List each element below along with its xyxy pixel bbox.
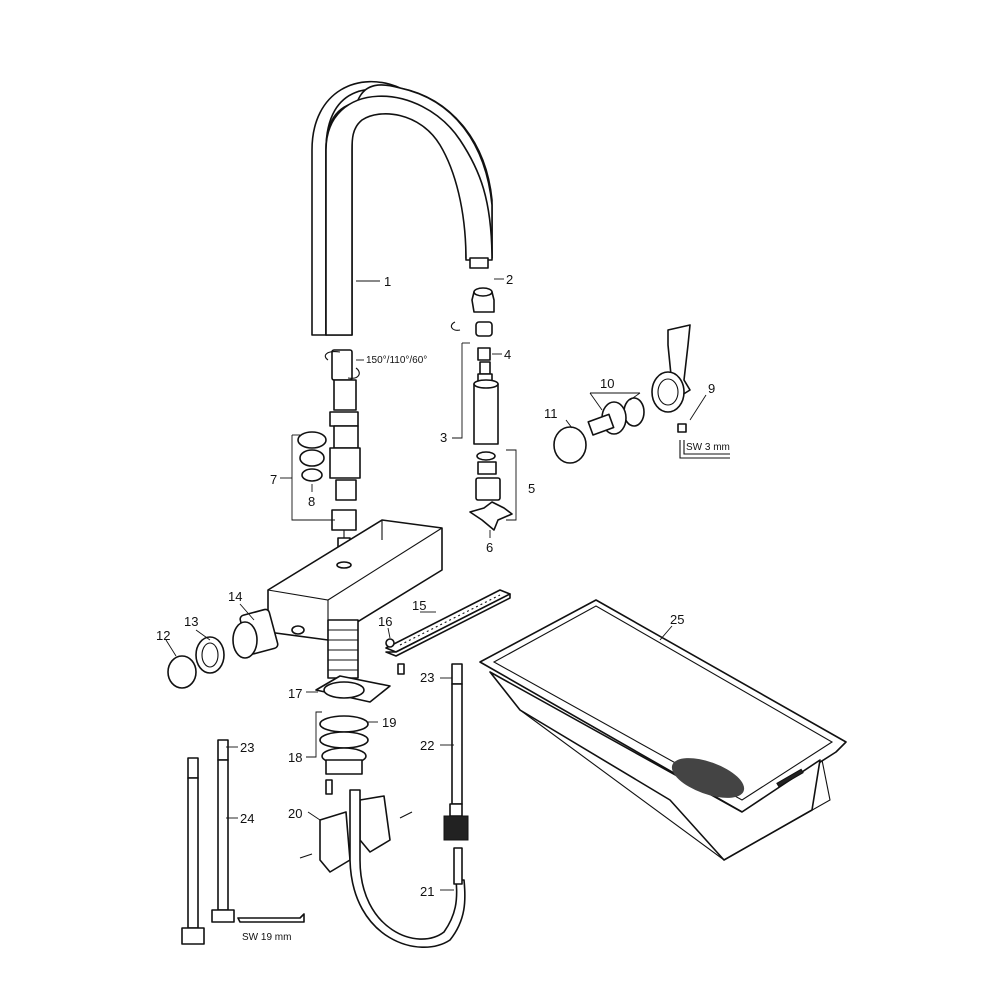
callout-16: 16 <box>378 614 392 629</box>
spout-shaft-fittings <box>324 349 361 569</box>
callout-23-center: 23 <box>420 670 434 685</box>
callout-19: 19 <box>382 715 396 730</box>
supply-hoses <box>181 739 305 945</box>
callout-10: 10 <box>600 376 614 391</box>
seal-set <box>291 431 335 521</box>
callout-24: 24 <box>240 811 254 826</box>
callout-3: 3 <box>440 430 447 445</box>
callout-4: 4 <box>504 347 511 362</box>
mounting-kit <box>299 619 413 873</box>
diverter-assembly <box>167 608 279 689</box>
callout-9: 9 <box>708 381 715 396</box>
pull-out-hose <box>349 789 466 948</box>
callout-7: 7 <box>270 472 277 487</box>
leader-lines <box>165 278 707 891</box>
callout-11: 11 <box>544 406 558 421</box>
callout-1: 1 <box>384 274 391 289</box>
rotation-angle-note: 150°/110°/60° <box>366 355 427 366</box>
connection-hose-center <box>443 663 469 885</box>
handle-cartridge-assembly <box>553 324 730 464</box>
callout-labels: 1 2 3 4 5 6 7 8 9 10 11 12 13 14 15 16 1… <box>156 272 730 943</box>
callout-21: 21 <box>420 884 434 899</box>
callout-12: 12 <box>156 628 170 643</box>
callout-6: 6 <box>486 540 493 555</box>
callout-17: 17 <box>288 686 302 701</box>
callout-8: 8 <box>308 494 315 509</box>
callout-2: 2 <box>506 272 513 287</box>
callout-13: 13 <box>184 614 198 629</box>
callout-15: 15 <box>412 598 426 613</box>
callout-25: 25 <box>670 612 684 627</box>
callout-14: 14 <box>228 589 242 604</box>
spout <box>311 80 493 336</box>
callout-22: 22 <box>420 738 434 753</box>
callout-23-left: 23 <box>240 740 254 755</box>
callout-5: 5 <box>528 481 535 496</box>
wrench-size-small: SW 3 mm <box>686 442 730 453</box>
callout-18: 18 <box>288 750 302 765</box>
hose-connection-stack <box>450 287 517 531</box>
sink-basin <box>479 599 847 861</box>
wrench-size-large: SW 19 mm <box>242 932 291 943</box>
callout-20: 20 <box>288 806 302 821</box>
rail-and-hook <box>385 589 511 675</box>
